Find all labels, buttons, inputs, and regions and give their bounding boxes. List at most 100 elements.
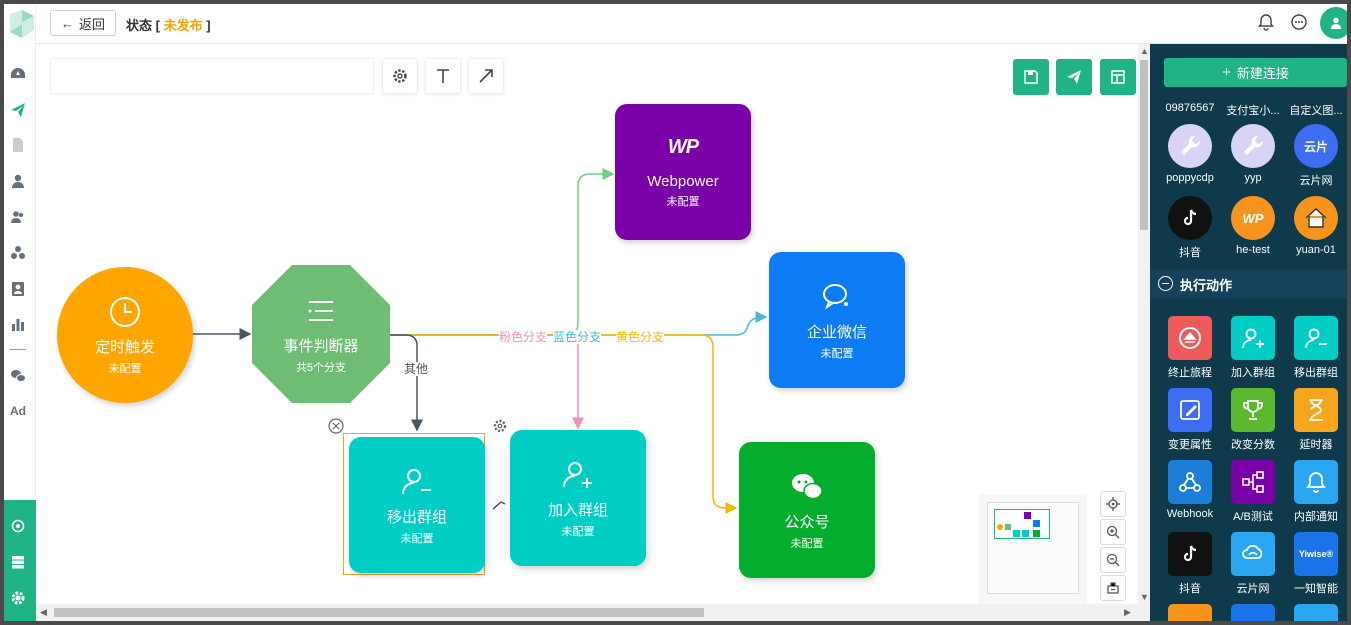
connector-label: 云片网 [1299, 175, 1333, 187]
scroll-down-arrow[interactable]: ▼ [1140, 592, 1149, 602]
settings-icon[interactable] [10, 590, 26, 606]
rail-bottom-panel [4, 500, 36, 621]
node-title: 公众号 [784, 514, 830, 531]
segments-icon[interactable] [10, 245, 26, 261]
node-subtitle: 未配置 [790, 538, 824, 550]
close-circle-icon[interactable] [328, 418, 344, 434]
wrench-icon [1168, 124, 1212, 168]
vertical-scroll-thumb[interactable] [1140, 60, 1148, 230]
edit-icon [1168, 388, 1212, 432]
app-window: Ad ← 返回 状态 [ 未发布 ] [4, 4, 1347, 621]
action-remove-group[interactable]: 移出群组 [1286, 316, 1346, 380]
scroll-left-arrow[interactable]: ◀ [40, 607, 47, 617]
dashboard-icon[interactable] [10, 66, 26, 82]
connector-douyin[interactable]: 抖音 [1160, 196, 1220, 260]
connector-yyp[interactable]: yyp [1223, 124, 1283, 184]
trophy-icon [1231, 388, 1275, 432]
connector-label: yyp [1244, 172, 1262, 184]
house-icon [1294, 196, 1338, 240]
edge-yellow-official [388, 334, 738, 514]
avatar[interactable] [1320, 7, 1347, 39]
action-partial[interactable] [1294, 604, 1338, 621]
save-button[interactable] [1013, 59, 1049, 95]
document-icon[interactable] [10, 137, 26, 153]
minimap-node [997, 524, 1003, 530]
integration-icon[interactable] [10, 518, 26, 534]
node-wecom[interactable]: 企业微信 未配置 [769, 252, 905, 388]
zoom-in-icon [1106, 525, 1120, 539]
bell-icon[interactable] [1257, 13, 1275, 31]
node-event-judge[interactable]: 事件判断器 共5个分支 [252, 265, 390, 403]
action-webhook[interactable]: Webhook [1160, 460, 1220, 520]
node-webpower[interactable]: WP Webpower 未配置 [615, 104, 751, 240]
journey-icon[interactable] [10, 102, 26, 118]
minimap-viewport[interactable] [994, 509, 1050, 539]
gear-icon [393, 69, 407, 83]
back-button[interactable]: ← 返回 [50, 10, 116, 36]
scroll-up-arrow[interactable]: ▲ [1140, 46, 1149, 56]
wechat-icon[interactable] [10, 368, 26, 384]
node-official-account[interactable]: 公众号 未配置 [739, 442, 875, 578]
publish-button[interactable] [1056, 59, 1092, 95]
hourglass-icon [1294, 388, 1338, 432]
node-title: 移出群组 [386, 509, 447, 526]
node-join-group[interactable]: 加入群组 未配置 [510, 430, 646, 566]
vertical-scrollbar[interactable]: ▲ ▼ [1138, 44, 1150, 621]
action-yunpian[interactable]: 云片网 [1223, 532, 1283, 596]
actions-section-header[interactable]: 执行动作 [1150, 270, 1347, 298]
status-value: 未发布 [163, 18, 203, 33]
action-partial[interactable] [1231, 604, 1275, 621]
database-icon[interactable] [10, 554, 26, 570]
fit-view-button[interactable] [1100, 575, 1126, 601]
users-icon[interactable] [10, 209, 26, 225]
flow-canvas[interactable]: 定时触发 未配置 事件判断器 共5个分支 WP Webpower 未配置 企业微… [36, 44, 1138, 621]
text-tool-button[interactable] [425, 58, 461, 94]
action-join-group[interactable]: 加入群组 [1223, 316, 1283, 380]
bar-chart-icon[interactable] [10, 316, 26, 332]
scroll-right-arrow[interactable]: ▶ [1124, 607, 1131, 617]
action-ab-test[interactable]: A/B测试 [1223, 460, 1283, 524]
connector-poppycdp[interactable]: poppycdp [1160, 124, 1220, 184]
message-icon[interactable] [1290, 13, 1308, 31]
action-label: 云片网 [1236, 583, 1270, 595]
settings-tool-button[interactable] [382, 58, 418, 94]
node-timer-trigger[interactable]: 定时触发 未配置 [57, 267, 193, 403]
locate-button[interactable] [1100, 491, 1126, 517]
action-partial[interactable] [1168, 604, 1212, 621]
search-input[interactable] [50, 58, 374, 94]
collapse-icon[interactable] [1158, 276, 1173, 291]
ad-label[interactable]: Ad [10, 404, 26, 418]
action-yiwise[interactable]: Yiwise®一知智能 [1286, 532, 1346, 596]
node-remove-group[interactable]: 移出群组 未配置 [349, 437, 485, 573]
connector-yunpian[interactable]: 云片云片网 [1286, 124, 1346, 188]
action-delay[interactable]: 延时器 [1286, 388, 1346, 452]
connector-yuan-01[interactable]: yuan-01 [1286, 196, 1346, 256]
user-icon[interactable] [10, 173, 26, 189]
edge-label-blue: 蓝色分支 [553, 330, 602, 344]
connector-label: 支付宝小... [1226, 105, 1280, 117]
action-internal-notify[interactable]: 内部通知 [1286, 460, 1346, 524]
gear-icon[interactable] [492, 418, 508, 434]
connector-partial[interactable]: 支付宝小... [1223, 98, 1283, 118]
action-end-journey[interactable]: 终止旅程 [1160, 316, 1220, 380]
profile-card-icon[interactable] [10, 281, 26, 297]
app-logo[interactable] [6, 8, 36, 42]
action-change-attribute[interactable]: 变更属性 [1160, 388, 1220, 452]
zoom-in-button[interactable] [1100, 519, 1126, 545]
horizontal-scroll-thumb[interactable] [54, 608, 704, 617]
zoom-out-button[interactable] [1100, 547, 1126, 573]
horizontal-scrollbar[interactable]: ◀ ▶ [36, 604, 1138, 621]
connector-partial[interactable]: 自定义图... [1286, 98, 1346, 118]
user-plus-icon [563, 462, 592, 488]
action-douyin[interactable]: 抖音 [1160, 532, 1220, 596]
new-connection-button[interactable]: + 新建连接 [1164, 58, 1347, 87]
list-icon [308, 301, 333, 321]
connector-partial[interactable]: 09876567 [1160, 98, 1220, 114]
layout-button[interactable] [1100, 59, 1136, 95]
connector-label: 抖音 [1179, 247, 1201, 259]
action-change-score[interactable]: 改变分数 [1223, 388, 1283, 452]
arrow-tool-button[interactable] [468, 58, 504, 94]
minimap[interactable] [979, 494, 1087, 604]
node-title: 企业微信 [806, 324, 867, 341]
